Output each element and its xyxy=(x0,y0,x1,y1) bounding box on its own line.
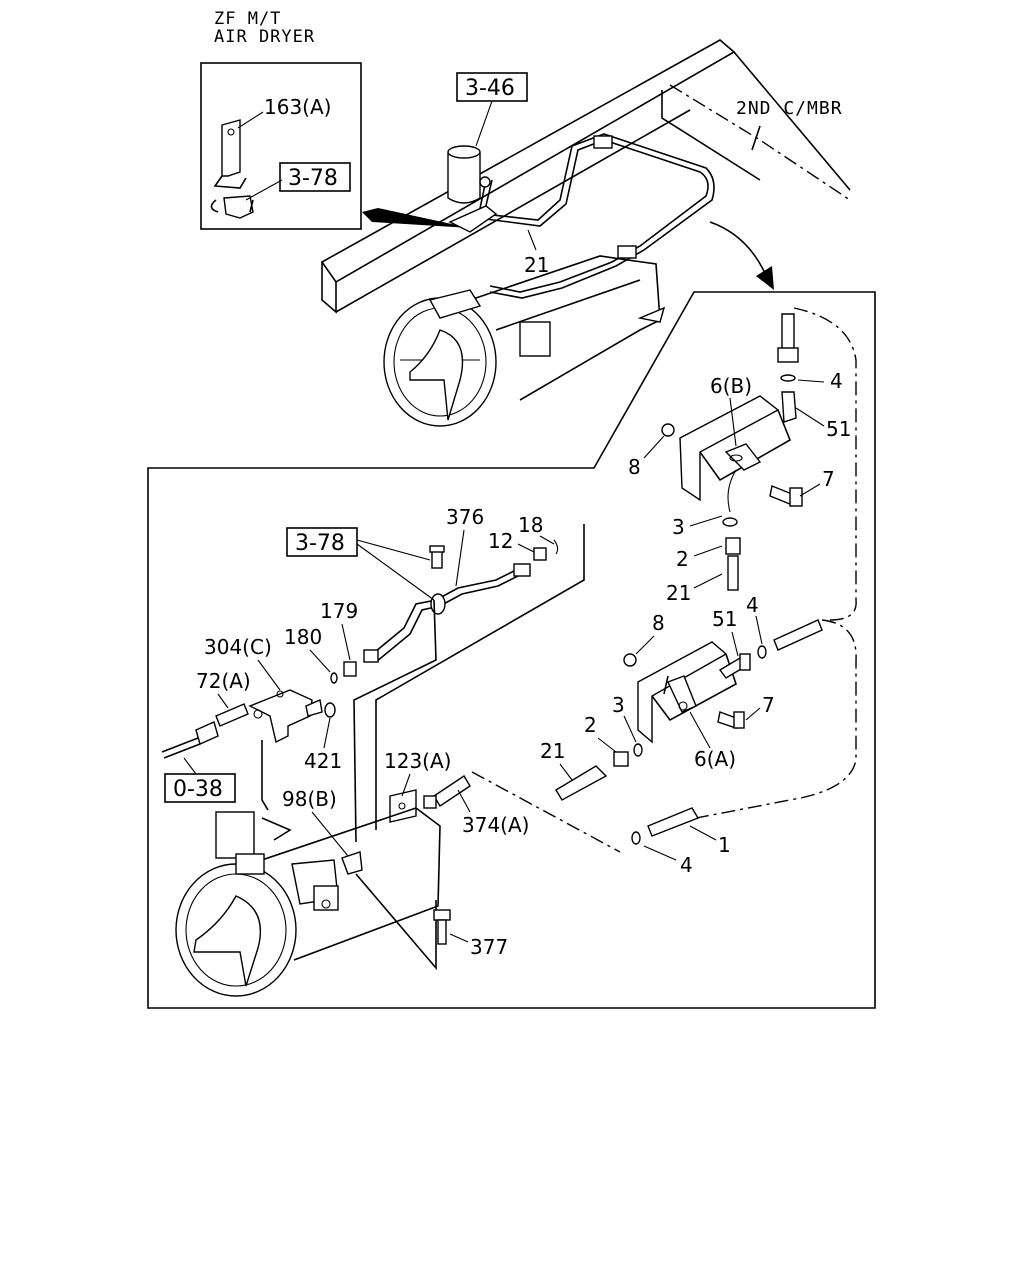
inset-pointer-arrow xyxy=(362,208,470,228)
pipe-376-assembly xyxy=(363,539,559,663)
label-51-mid: 51 xyxy=(712,607,737,631)
label-7-top: 7 xyxy=(822,467,835,491)
label-304c: 304(C) xyxy=(204,635,272,659)
ref-box-detail-3-78[interactable] xyxy=(286,527,358,557)
label-2-mid: 2 xyxy=(584,713,597,737)
label-4-bot: 4 xyxy=(680,853,693,877)
frame-rail xyxy=(320,39,851,314)
label-0-38[interactable]: 0-38 xyxy=(173,777,223,802)
bracket-6a-assembly xyxy=(623,619,823,744)
label-12: 12 xyxy=(488,529,513,553)
label-2-top: 2 xyxy=(676,547,689,571)
header-line2: AIR DRYER xyxy=(214,27,315,47)
label-51-top: 51 xyxy=(826,417,851,441)
label-376: 376 xyxy=(446,505,484,529)
pipe-21-top xyxy=(448,133,715,299)
bracket-6b-assembly xyxy=(661,313,803,507)
hose-line-right xyxy=(793,307,857,621)
label-421: 421 xyxy=(304,749,342,773)
label-8-top: 8 xyxy=(628,455,641,479)
label-4-top: 4 xyxy=(830,369,843,393)
bracket-304c xyxy=(248,689,323,744)
label-6a: 6(A) xyxy=(694,747,736,771)
ref-box-inset[interactable] xyxy=(279,162,351,192)
transmission-bottom xyxy=(175,807,441,997)
label-6b: 6(B) xyxy=(710,374,752,398)
label-3-top: 3 xyxy=(672,515,685,539)
label-21-top: 21 xyxy=(524,253,549,277)
ref-box-0-38[interactable] xyxy=(164,773,236,803)
hose-line-bottom xyxy=(695,619,857,819)
bracket-123a xyxy=(389,775,471,823)
inset-air-dryer-bracket: 163(A) 3-78 xyxy=(200,62,362,230)
bracket-163a-part xyxy=(221,119,241,177)
label-inset-3-78[interactable]: 3-78 xyxy=(288,166,338,191)
label-123a: 123(A) xyxy=(384,749,451,773)
label-3-46[interactable]: 3-46 xyxy=(465,76,515,101)
detail-arrow xyxy=(709,221,769,281)
label-98b: 98(B) xyxy=(282,787,337,811)
label-7-mid: 7 xyxy=(762,693,775,717)
label-180: 180 xyxy=(284,625,322,649)
pipe-374a-dash xyxy=(471,771,621,853)
label-163a: 163(A) xyxy=(264,95,331,119)
air-dryer xyxy=(447,145,481,204)
label-3-mid: 3 xyxy=(612,693,625,717)
label-377: 377 xyxy=(470,935,508,959)
hose-1-part xyxy=(647,807,700,837)
label-18: 18 xyxy=(518,513,543,537)
bolt-377 xyxy=(433,909,451,945)
label-21-mid: 21 xyxy=(540,739,565,763)
label-21-right: 21 xyxy=(666,581,691,605)
header-line1: ZF M/T xyxy=(214,9,281,29)
label-72a: 72(A) xyxy=(196,669,251,693)
label-1: 1 xyxy=(718,833,731,857)
label-179: 179 xyxy=(320,599,358,623)
label-2nd-cmbr: 2ND C/MBR xyxy=(736,98,843,119)
transmission-top xyxy=(383,255,666,427)
label-detail-3-78[interactable]: 3-78 xyxy=(295,531,345,556)
label-374a: 374(A) xyxy=(462,813,529,837)
label-8-mid: 8 xyxy=(652,611,665,635)
detail-frame xyxy=(147,291,876,1009)
label-4-mid: 4 xyxy=(746,593,759,617)
